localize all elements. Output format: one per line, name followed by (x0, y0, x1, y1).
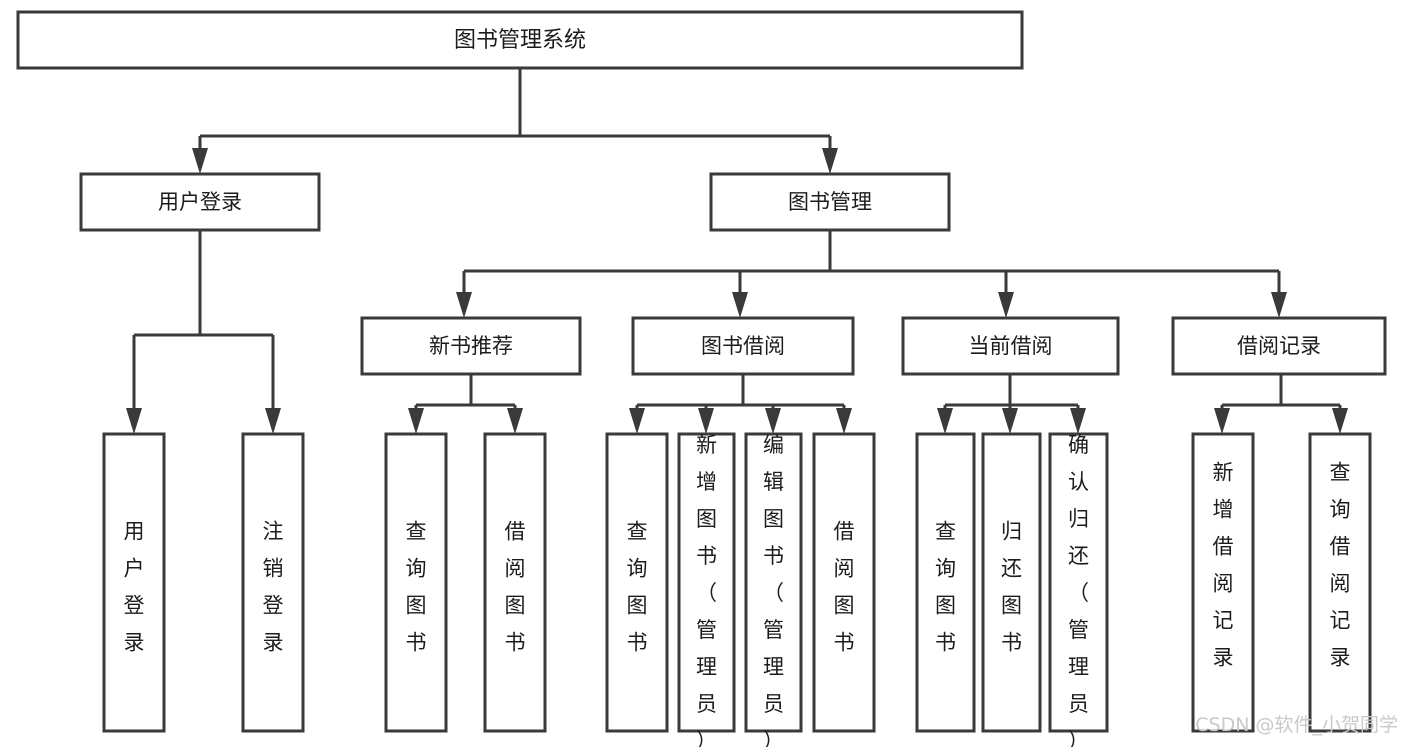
root-arrow-0-head (192, 148, 208, 174)
leaf-node-label: 注销登录 (263, 520, 284, 655)
group-book-borrow-arrow-2-head (765, 408, 781, 434)
connector-layer (126, 68, 1348, 434)
leaf-node-leaf-query-book-1[interactable]: 查询图书 (384, 432, 448, 733)
leaf-node-rect[interactable] (744, 432, 803, 733)
book-manage-arrow-3-head (1271, 292, 1287, 318)
user-login-arrow-0-head (126, 408, 142, 434)
leaf-node-label: 归还图书 (1001, 520, 1022, 655)
leaf-node-rect[interactable] (812, 432, 876, 733)
leaf-node-leaf-return-book[interactable]: 归还图书 (981, 432, 1042, 733)
group-borrow-record-arrow-1-head (1332, 408, 1348, 434)
leaf-node-leaf-query-book-3[interactable]: 查询图书 (915, 432, 976, 733)
leaf-node-label: 借阅图书 (834, 520, 855, 655)
leaf-node-rect[interactable] (677, 432, 736, 733)
level3-node-label: 图书借阅 (701, 334, 785, 358)
group-current-borrow-arrow-2-head (1070, 408, 1086, 434)
leaf-node-leaf-user-login[interactable]: 用户登录 (102, 432, 166, 733)
level2-node-rect[interactable] (709, 172, 951, 232)
level2-node-rect[interactable] (79, 172, 321, 232)
leaf-node-leaf-add-book[interactable]: 新增图书（管理员） (677, 432, 736, 747)
book-manage-arrow-0-head (456, 292, 472, 318)
leaf-node-rect[interactable] (1048, 432, 1109, 733)
leaf-node-rect[interactable] (1308, 432, 1372, 733)
root-node-rect[interactable] (16, 10, 1024, 70)
group-borrow-record-arrow-0-head (1214, 408, 1230, 434)
level2-node-book-manage[interactable]: 图书管理 (709, 172, 951, 232)
leaf-node-leaf-borrow-book-2[interactable]: 借阅图书 (812, 432, 876, 733)
leaf-node-rect[interactable] (1191, 432, 1255, 733)
leaf-node-rect[interactable] (915, 432, 976, 733)
group-new-book-recommend-arrow-1-head (507, 408, 523, 434)
leaf-node-rect[interactable] (483, 432, 547, 733)
level2-node-label: 用户登录 (158, 190, 242, 214)
group-current-borrow-arrow-1-head (1002, 408, 1018, 434)
level2-node-user-login[interactable]: 用户登录 (79, 172, 321, 232)
group-new-book-recommend-arrow-0-head (408, 408, 424, 434)
leaf-node-rect[interactable] (102, 432, 166, 733)
leaf-node-rect[interactable] (384, 432, 448, 733)
root-node-label: 图书管理系统 (454, 28, 586, 53)
leaf-node-label: 查询图书 (935, 520, 956, 655)
leaf-node-label: 用户登录 (124, 520, 145, 655)
leaf-node-leaf-user-logout[interactable]: 注销登录 (241, 432, 305, 733)
group-book-borrow-arrow-3-head (836, 408, 852, 434)
level3-node-rect[interactable] (901, 316, 1120, 376)
level3-node-label: 新书推荐 (429, 334, 513, 358)
group-book-borrow-arrow-0-head (629, 408, 645, 434)
leaf-node-leaf-edit-book[interactable]: 编辑图书（管理员） (744, 432, 803, 747)
leaf-node-label: 借阅图书 (505, 520, 526, 655)
node-layer: 图书管理系统用户登录图书管理新书推荐图书借阅当前借阅借阅记录用户登录注销登录查询… (16, 10, 1387, 747)
leaf-node-leaf-query-book-2[interactable]: 查询图书 (605, 432, 669, 733)
group-current-borrow-arrow-0-head (937, 408, 953, 434)
level2-node-label: 图书管理 (788, 190, 872, 214)
leaf-node-label: 编辑图书（管理员） (763, 433, 784, 747)
leaf-node-leaf-borrow-book-1[interactable]: 借阅图书 (483, 432, 547, 733)
leaf-node-rect[interactable] (981, 432, 1042, 733)
leaf-node-label: 新增借阅记录 (1213, 461, 1234, 670)
root-arrow-1-head (822, 148, 838, 174)
level3-node-current-borrow[interactable]: 当前借阅 (901, 316, 1120, 376)
root-node-root[interactable]: 图书管理系统 (16, 10, 1024, 70)
leaf-node-leaf-query-record[interactable]: 查询借阅记录 (1308, 432, 1372, 733)
csdn-watermark: CSDN @软件_小贺同学 (1195, 714, 1398, 736)
leaf-node-leaf-confirm-return[interactable]: 确认归还（管理员） (1048, 432, 1109, 747)
level3-node-label: 借阅记录 (1237, 334, 1321, 358)
level3-node-book-borrow[interactable]: 图书借阅 (631, 316, 855, 376)
book-manage-arrow-1-head (732, 292, 748, 318)
level3-node-rect[interactable] (1171, 316, 1387, 376)
leaf-node-label: 新增图书（管理员） (696, 433, 717, 747)
user-login-arrow-1-head (265, 408, 281, 434)
level3-node-rect[interactable] (360, 316, 582, 376)
leaf-node-label: 查询图书 (406, 520, 427, 655)
level3-node-borrow-record[interactable]: 借阅记录 (1171, 316, 1387, 376)
leaf-node-label: 查询图书 (627, 520, 648, 655)
level3-node-label: 当前借阅 (969, 334, 1053, 358)
leaf-node-label: 确认归还（管理员） (1068, 433, 1089, 747)
leaf-node-label: 查询借阅记录 (1330, 461, 1351, 670)
group-book-borrow-arrow-1-head (698, 408, 714, 434)
leaf-node-rect[interactable] (605, 432, 669, 733)
book-manage-arrow-2-head (998, 292, 1014, 318)
level3-node-new-book-recommend[interactable]: 新书推荐 (360, 316, 582, 376)
leaf-node-leaf-add-record[interactable]: 新增借阅记录 (1191, 432, 1255, 733)
level3-node-rect[interactable] (631, 316, 855, 376)
leaf-node-rect[interactable] (241, 432, 305, 733)
